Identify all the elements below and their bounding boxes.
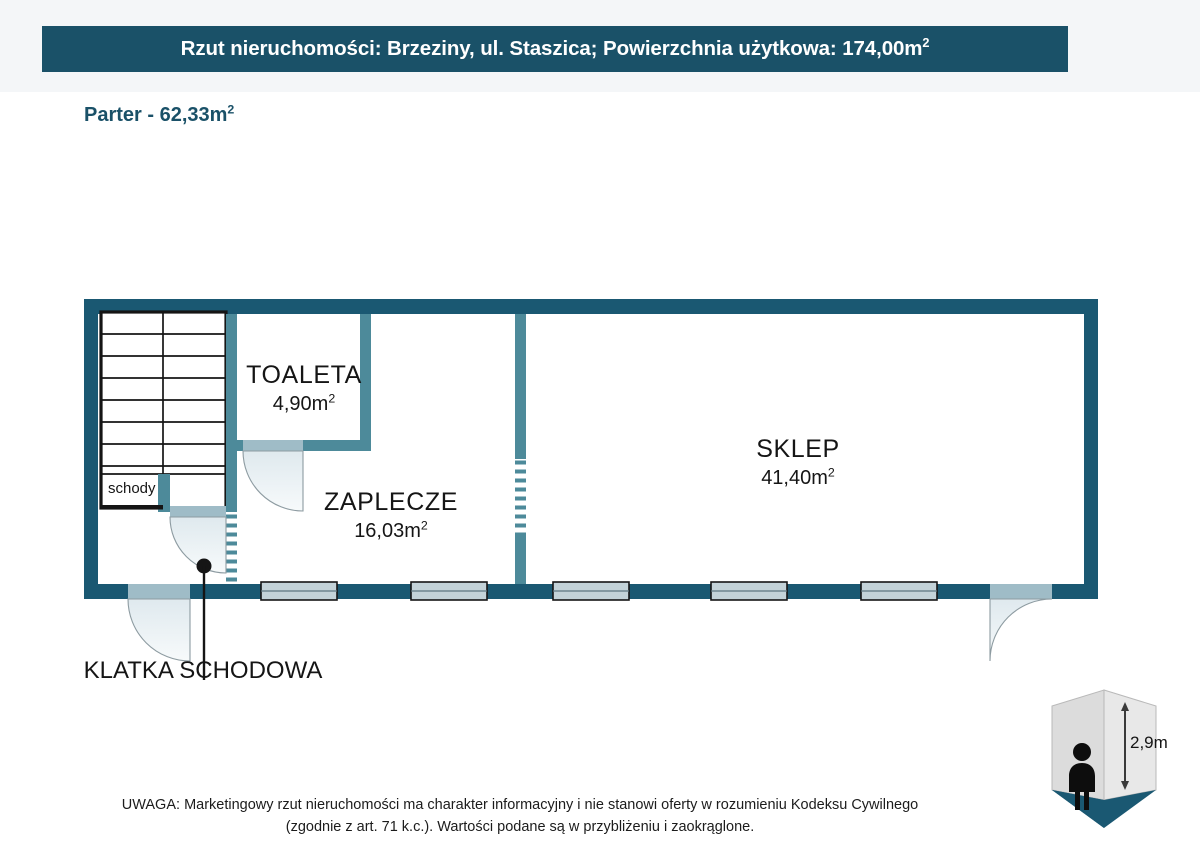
- room-label-zaplecze: ZAPLECZE 16,03m2: [315, 488, 467, 543]
- room-name-sklep: SKLEP: [756, 435, 840, 463]
- door-entrance-right: [989, 584, 1053, 662]
- interior-wall-stair-right: [226, 314, 237, 512]
- door-entrance-left: [127, 584, 191, 662]
- stairs-label: schody: [108, 480, 156, 497]
- callout-line-1: KLATKA: [83, 657, 173, 684]
- header-bar: Rzut nieruchomości: Brzeziny, ul. Staszi…: [42, 26, 1068, 72]
- ceiling-height-value: 2,9m: [1130, 733, 1168, 752]
- page-title-superscript: 2: [922, 35, 930, 51]
- header-band: Rzut nieruchomości: Brzeziny, ul. Staszi…: [0, 0, 1200, 92]
- room-label-sklep: SKLEP 41,40m2: [718, 435, 878, 490]
- footer-disclaimer: UWAGA: Marketingowy rzut nieruchomości m…: [0, 795, 1040, 839]
- room-area-zaplecze: 16,03m2: [354, 517, 428, 542]
- window: [552, 581, 630, 601]
- room-area-sklep: 41,40m2: [761, 464, 835, 489]
- floor-subtitle-text: Parter - 62,33m: [84, 104, 228, 126]
- floor-subtitle: Parter - 62,33m2: [84, 102, 235, 127]
- door-stair-hall: [169, 506, 227, 574]
- ceiling-height-icon: [1051, 689, 1157, 828]
- window: [710, 581, 788, 601]
- exterior-walls: [84, 299, 1098, 599]
- callout-klatka-schodowa: KLATKA SCHODOWA: [68, 656, 338, 685]
- window: [410, 581, 488, 601]
- wall-opening-hatched-stairhall: [226, 512, 237, 584]
- room-area-toaleta: 4,90m2: [272, 390, 336, 415]
- floor-subtitle-superscript: 2: [227, 102, 235, 117]
- room-name-toaleta: TOALETA: [246, 361, 362, 389]
- page-title-text: Rzut nieruchomości: Brzeziny, ul. Staszi…: [180, 37, 923, 60]
- window: [860, 581, 938, 601]
- room-label-toaleta: TOALETA 4,90m2: [238, 361, 370, 416]
- page-title: Rzut nieruchomości: Brzeziny, ul. Staszi…: [180, 35, 930, 61]
- door-toaleta: [242, 450, 304, 512]
- footer-line-1: UWAGA: Marketingowy rzut nieruchomości m…: [121, 797, 919, 813]
- room-name-zaplecze: ZAPLECZE: [324, 488, 458, 516]
- windows-bottom-wall: [260, 581, 938, 601]
- interior-wall-middle: [515, 314, 526, 584]
- window: [260, 581, 338, 601]
- footer-line-2: (zgodnie z art. 71 k.c.). Wartości podan…: [285, 818, 755, 835]
- callout-line-2: SCHODOWA: [179, 657, 323, 684]
